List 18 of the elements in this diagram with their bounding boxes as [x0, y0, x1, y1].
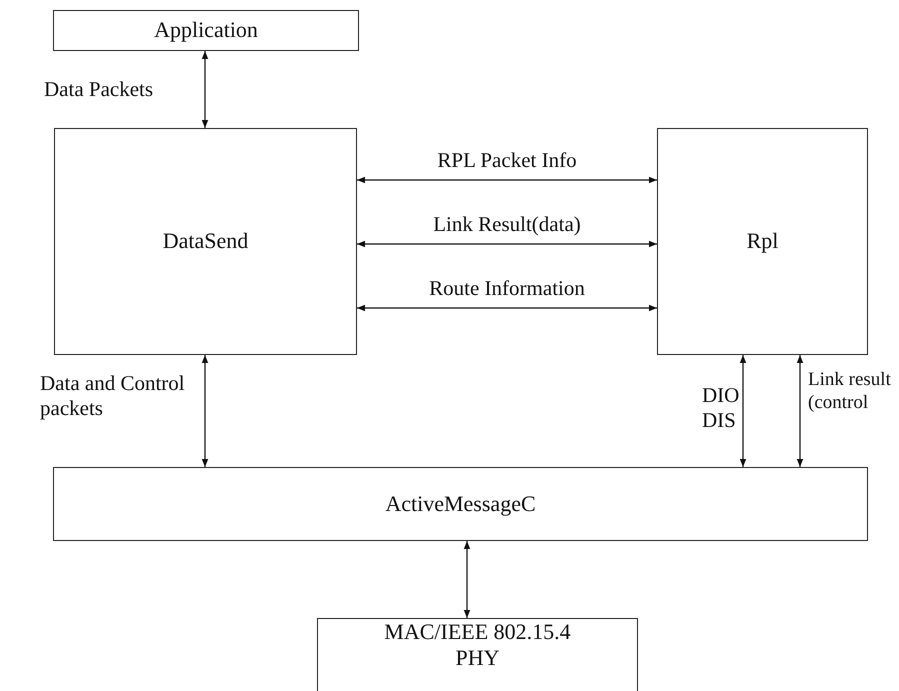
module-box [317, 618, 638, 691]
module-name: Application [154, 17, 258, 44]
double-arrow [202, 355, 208, 467]
double-arrow [357, 304, 657, 312]
double-arrow [357, 176, 657, 184]
module-box [53, 10, 359, 51]
module-name: Rpl [746, 228, 778, 255]
double-arrow [740, 355, 746, 467]
module-box [54, 128, 357, 355]
double-arrow [202, 51, 208, 128]
double-arrow [464, 541, 470, 618]
module-name: MAC/IEEE 802.15.4 PHY [383, 619, 572, 672]
module-name: ActiveMessageC [385, 490, 536, 518]
module-box [53, 467, 868, 541]
module-box [657, 128, 868, 355]
double-arrow [357, 240, 657, 248]
double-arrow [796, 355, 804, 467]
module-name: DataSend [162, 228, 248, 255]
